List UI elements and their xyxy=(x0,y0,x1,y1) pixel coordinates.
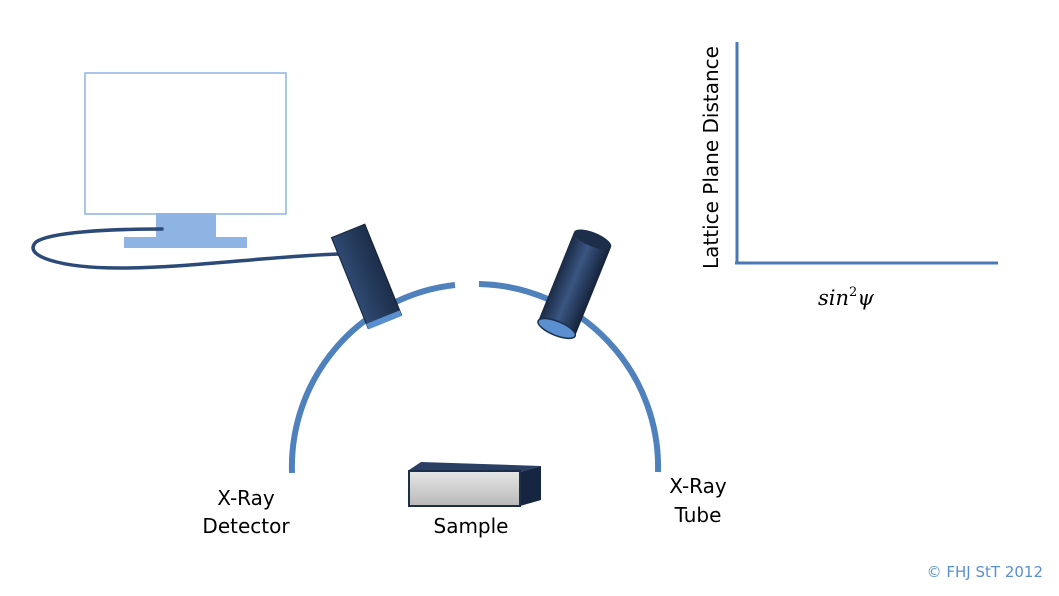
monitor xyxy=(84,72,287,248)
graph-x-label-var: ψ xyxy=(857,286,874,310)
tube-window xyxy=(537,317,577,340)
graph: Lattice Plane Distance sin2ψ xyxy=(699,42,998,310)
monitor-screen xyxy=(84,72,287,215)
detector-window xyxy=(366,310,402,330)
monitor-neck xyxy=(156,213,216,238)
goniometer-arc-left xyxy=(288,282,456,474)
sample-top-face xyxy=(409,462,541,472)
graph-x-label-base: sin xyxy=(818,286,849,310)
sample-block xyxy=(408,462,541,507)
sample-side-face xyxy=(520,466,541,506)
tube-label-line1: X-Ray xyxy=(669,474,727,498)
graph-y-label: Lattice Plane Distance xyxy=(699,46,723,269)
sample-front-face xyxy=(408,470,521,507)
detector-label-line1: X-Ray xyxy=(217,486,275,510)
cable xyxy=(31,227,342,270)
tube-body xyxy=(538,231,612,336)
xray-detector xyxy=(330,223,403,330)
monitor-base xyxy=(124,237,247,248)
tube-label-line2: Tube xyxy=(674,503,722,527)
xray-tube xyxy=(537,229,612,340)
graph-x-label-exp: 2 xyxy=(849,285,857,300)
graph-x-label: sin2ψ xyxy=(818,285,874,310)
detector-body xyxy=(330,223,403,330)
sample-label: Sample xyxy=(434,514,509,538)
goniometer-arc-right xyxy=(478,281,662,473)
copyright-notice: © FHJ StT 2012 xyxy=(927,563,1043,581)
tube-top xyxy=(573,229,612,250)
detector-label-line2: Detector xyxy=(202,514,290,538)
